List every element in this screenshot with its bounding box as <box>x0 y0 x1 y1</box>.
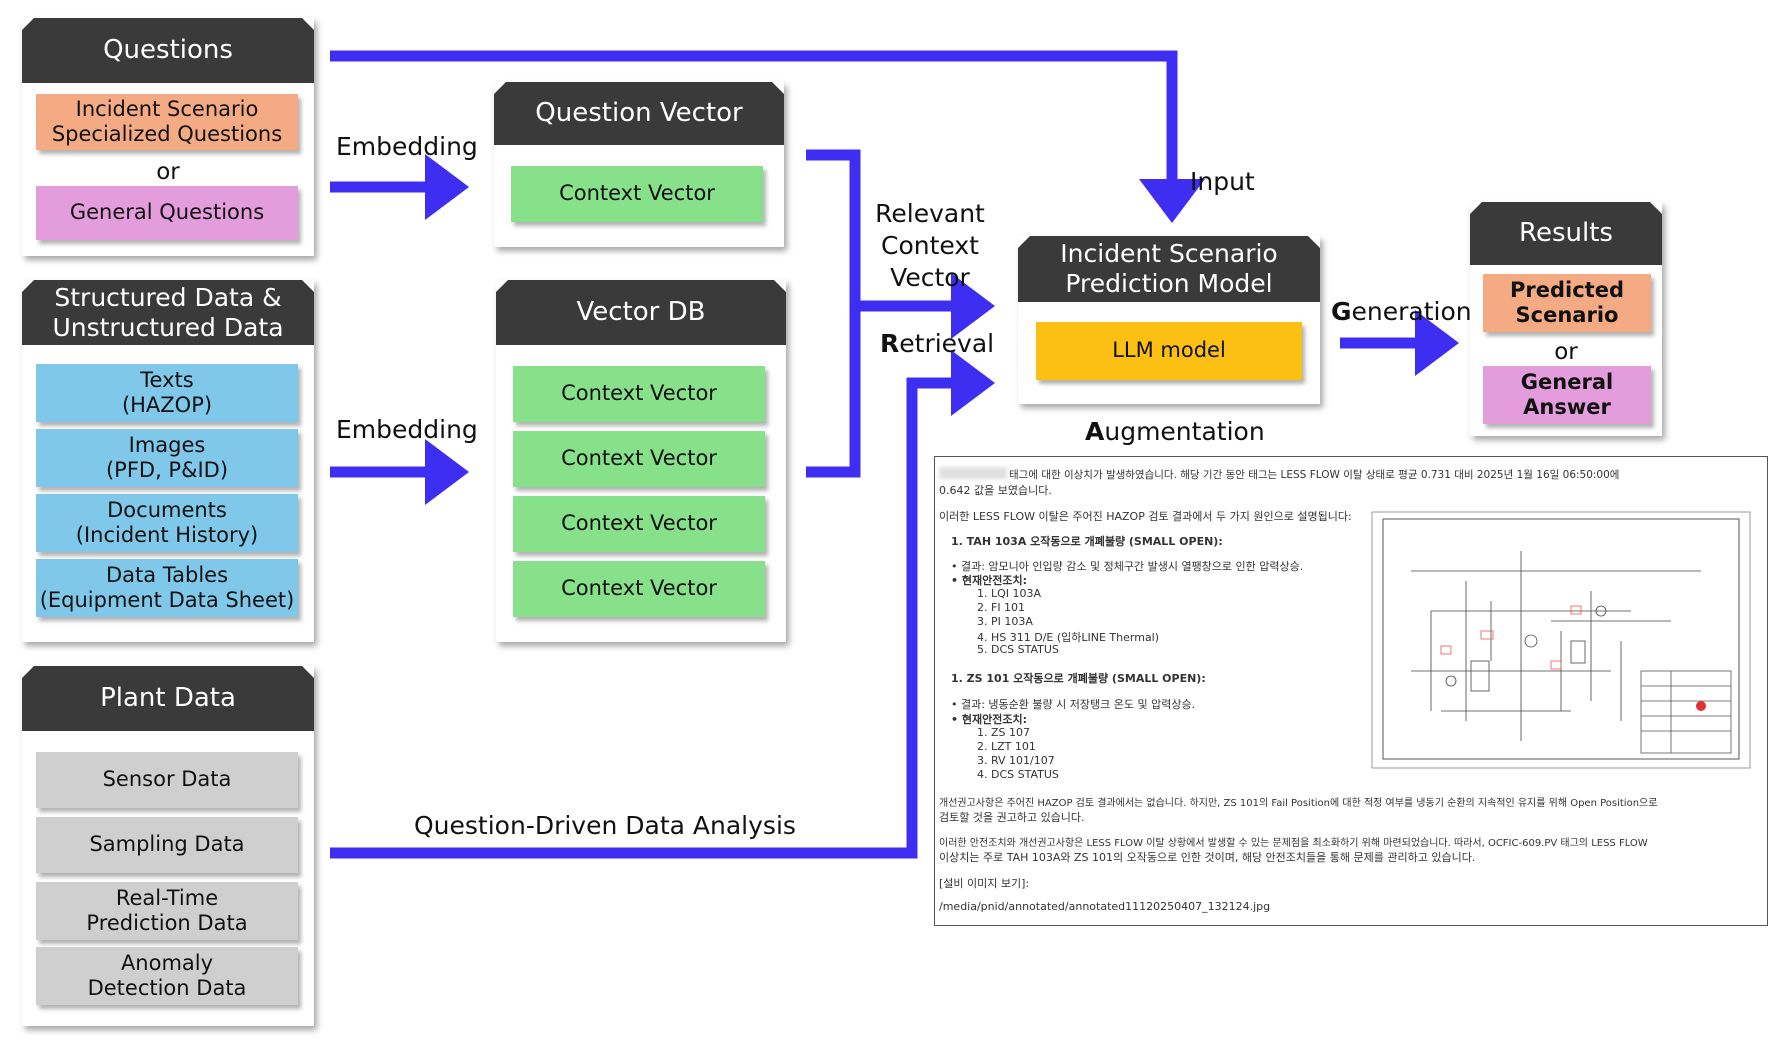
question-vector-panel: Question Vector Context Vector <box>494 82 784 247</box>
doc-line-16: 2. LZT 101 <box>977 740 1036 753</box>
model-title-line1: Incident Scenario <box>1060 239 1278 268</box>
general-answer-box: General Answer <box>1483 366 1651 424</box>
prediction-model-panel: Incident Scenario Prediction Model LLM m… <box>1018 236 1320 404</box>
relevant-line3: Vector <box>890 263 970 292</box>
plant-data-panel: Plant Data Sensor Data Sampling Data Rea… <box>22 666 314 1026</box>
questions-header: Questions <box>22 18 314 83</box>
questions-panel: Questions Incident Scenario Specialized … <box>22 18 314 256</box>
model-title-line2: Prediction Model <box>1065 269 1273 298</box>
predicted-scenario-box: Predicted Scenario <box>1483 274 1651 332</box>
data-tables-box: Data Tables (Equipment Data Sheet) <box>36 559 298 617</box>
doc-line-23: [설비 이미지 보기]: <box>939 877 1030 890</box>
redacted-tag-1 <box>939 467 1007 479</box>
relevant-context-vector-label: Relevant Context Vector <box>870 198 990 294</box>
augmentation-rest: ugmentation <box>1104 417 1265 446</box>
texts-box: Texts (HAZOP) <box>36 364 298 422</box>
structured-data-panel: Structured Data & Unstructured Data Text… <box>22 280 314 642</box>
augmentation-label: Augmentation <box>1085 416 1265 447</box>
doc-line-18: 4. DCS STATUS <box>977 768 1059 781</box>
vector-db-panel: Vector DB Context Vector Context Vector … <box>496 280 786 642</box>
doc-line-4: 1. TAH 103A 오작동으로 개폐불량 (SMALL OPEN): <box>951 535 1223 548</box>
anomaly-line1: Anomaly <box>120 950 214 975</box>
sensor-data-box: Sensor Data <box>36 752 298 808</box>
doc-line-6: • 현재안전조치: <box>951 574 1027 587</box>
retrieval-rest: etrieval <box>899 329 995 358</box>
prediction-model-header: Incident Scenario Prediction Model <box>1018 236 1320 302</box>
generation-first-letter: G <box>1331 297 1352 326</box>
db-context-vector-4: Context Vector <box>513 561 765 617</box>
doc-line-8: 2. FI 101 <box>977 601 1026 614</box>
question-vector-header: Question Vector <box>494 82 784 145</box>
doc-line-14: • 현재안전조치: <box>951 713 1027 726</box>
sensor-data-line1: Sensor Data <box>102 767 232 792</box>
structured-data-header: Structured Data & Unstructured Data <box>22 280 314 345</box>
plant-data-header: Plant Data <box>22 666 314 731</box>
generation-label: Generation <box>1331 296 1472 327</box>
db-context-vector-2: Context Vector <box>513 431 765 487</box>
relevant-line2: Context <box>881 231 979 260</box>
anomaly-detection-box: Anomaly Detection Data <box>36 947 298 1005</box>
pid-drawing-thumbnail <box>1371 511 1751 769</box>
documents-box: Documents (Incident History) <box>36 494 298 552</box>
images-line2: (PFD, P&ID) <box>105 458 229 482</box>
doc-line-3: 이러한 LESS FLOW 이탈은 주어진 HAZOP 검토 결과에서 두 가지… <box>939 510 1352 523</box>
realtime-line1: Real-Time <box>115 885 219 910</box>
doc-line-20: 검토할 것을 권고하고 있습니다. <box>939 811 1085 824</box>
relevant-bracket <box>806 149 861 478</box>
llm-model-box: LLM model <box>1036 322 1302 380</box>
analysis-arrow <box>330 350 995 859</box>
question-context-vector-box: Context Vector <box>511 166 763 222</box>
results-panel: Results Predicted Scenario or General An… <box>1470 202 1662 436</box>
results-header: Results <box>1470 202 1662 265</box>
doc-line-13: • 결과: 냉동순환 불량 시 저장탱크 온도 및 압력상승. <box>951 698 1196 711</box>
db-context-vector-1: Context Vector <box>513 366 765 422</box>
input-arrow <box>330 50 1205 223</box>
vector-db-header: Vector DB <box>496 280 786 345</box>
doc-line-17: 3. RV 101/107 <box>977 754 1055 767</box>
input-label: Input <box>1190 167 1255 196</box>
doc-line-9: 3. PI 103A <box>977 615 1033 628</box>
doc-line-1: 태그에 대한 이상치가 발생하였습니다. 해당 기간 동안 태그는 LESS F… <box>1009 469 1620 481</box>
general-questions-box: General Questions <box>36 186 298 240</box>
doc-line-12: 1. ZS 101 오작동으로 개폐불량 (SMALL OPEN): <box>951 672 1206 685</box>
incident-questions-box: Incident Scenario Specialized Questions <box>36 94 298 150</box>
data-tables-line1: Data Tables <box>105 562 229 587</box>
texts-line1: Texts <box>140 367 194 392</box>
results-or: or <box>1554 339 1578 365</box>
question-driven-label: Question-Driven Data Analysis <box>414 811 796 840</box>
doc-line-24: /media/pnid/annotated/annotated111202504… <box>939 900 1271 913</box>
images-box: Images (PFD, P&ID) <box>36 429 298 487</box>
realtime-prediction-box: Real-Time Prediction Data <box>36 882 298 940</box>
retrieval-label: Retrieval <box>880 328 994 359</box>
generation-rest: eneration <box>1351 297 1472 326</box>
doc-line-5: • 결과: 암모니아 인입량 감소 및 정체구간 발생시 열팽창으로 인한 압력… <box>951 560 1304 573</box>
embedding-label-bottom: Embedding <box>336 415 478 444</box>
db-context-vector-3: Context Vector <box>513 496 765 552</box>
questions-or: or <box>156 159 180 185</box>
doc-line-21: 이러한 안전조치와 개선권고사항은 LESS FLOW 이탈 상황에서 발생할 … <box>939 838 1648 849</box>
company-logo-icon <box>1696 701 1706 711</box>
doc-line-19: 개선권고사항은 주어진 HAZOP 검토 결과에서는 없습니다. 하지만, ZS… <box>939 798 1658 809</box>
relevant-line1: Relevant <box>875 199 985 228</box>
texts-line2: (HAZOP) <box>121 393 213 417</box>
answer-document: 태그에 대한 이상치가 발생하였습니다. 해당 기간 동안 태그는 LESS F… <box>934 456 1768 926</box>
realtime-line2: Prediction Data <box>86 911 248 935</box>
sampling-data-box: Sampling Data <box>36 817 298 873</box>
doc-line-15: 1. ZS 107 <box>977 726 1031 739</box>
images-line1: Images <box>128 432 206 457</box>
documents-line2: (Incident History) <box>75 523 259 547</box>
embedding-label-top: Embedding <box>336 132 478 161</box>
anomaly-line2: Detection Data <box>87 976 247 1000</box>
augmentation-first-letter: A <box>1085 417 1105 446</box>
retrieval-first-letter: R <box>880 329 900 358</box>
documents-line1: Documents <box>107 497 227 522</box>
doc-line-11: 5. DCS STATUS <box>977 643 1059 656</box>
doc-line-7: 1. LQI 103A <box>977 587 1042 600</box>
doc-line-22: 이상치는 주로 TAH 103A와 ZS 101의 오작동으로 인한 것이며, … <box>939 851 1476 864</box>
sampling-data-line1: Sampling Data <box>89 832 245 857</box>
doc-line-2: 0.642 값을 보였습니다. <box>939 484 1052 497</box>
doc-line-10: 4. HS 311 D/E (입하LINE Thermal) <box>977 631 1160 644</box>
data-tables-line2: (Equipment Data Sheet) <box>39 588 295 612</box>
